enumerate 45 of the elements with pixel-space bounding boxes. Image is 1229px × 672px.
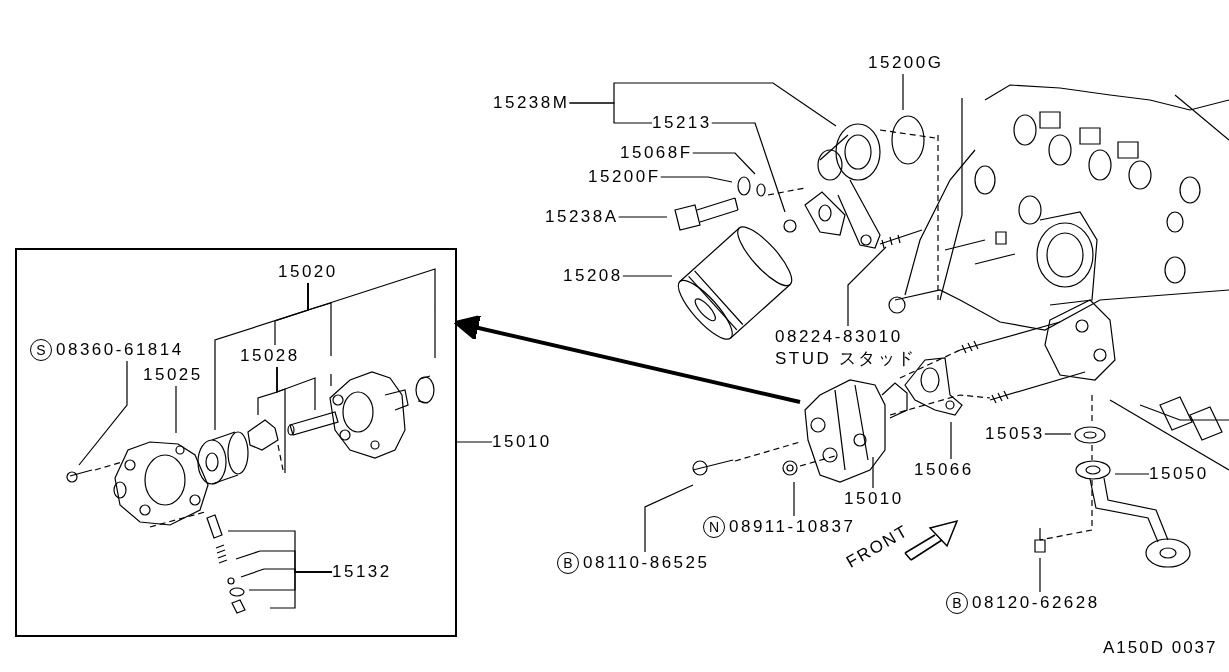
leader-line [660,176,733,183]
leader-line [1039,557,1041,593]
leader-line [456,441,493,443]
leader-line [902,73,904,111]
leader-line [1114,473,1150,475]
leader-line [847,246,887,327]
leader-line [950,421,952,460]
leader-line [872,456,874,489]
part-number: 08120-62628 [972,592,1100,614]
part-number: 15025 [143,364,203,386]
leader-line [618,216,668,218]
part-number: 08360-61814 [56,339,184,361]
part-number: 15068F [620,142,693,164]
part-number: 15066 [914,459,974,481]
inset-frame [15,248,457,637]
leader-line [175,385,177,434]
leader-line [1044,433,1072,435]
leader-line [568,102,653,124]
part-number: 08224-83010 [775,326,904,348]
figure-code: A150D 0037 [1103,637,1218,659]
leader-line [644,484,694,553]
part-description: STUD スタッド [775,348,917,370]
part-number: 15010 [492,431,552,453]
part-number: 15050 [1149,463,1209,485]
leader-line [793,481,795,517]
part-number: 15020 [278,261,338,283]
part-number: 15213 [652,112,712,134]
leader-line [692,152,756,175]
leader-line [276,366,316,411]
part-number: 15238A [545,206,619,228]
part-number: 15200G [868,52,944,74]
part-number: 08110-86525 [583,552,710,574]
part-number: 15010 [844,488,904,510]
part-number: 15053 [985,423,1045,445]
leader-line [269,571,333,609]
leader-line [622,275,673,277]
part-number: 15238M [493,92,570,114]
part-number: 15132 [332,561,392,583]
part-number: 15208 [563,265,623,287]
part-number: 15028 [240,345,300,367]
part-number: 15200F [588,166,661,188]
arrow [453,314,801,404]
leader-line [307,268,436,359]
leader-line [711,122,786,213]
leader-line [78,360,128,466]
